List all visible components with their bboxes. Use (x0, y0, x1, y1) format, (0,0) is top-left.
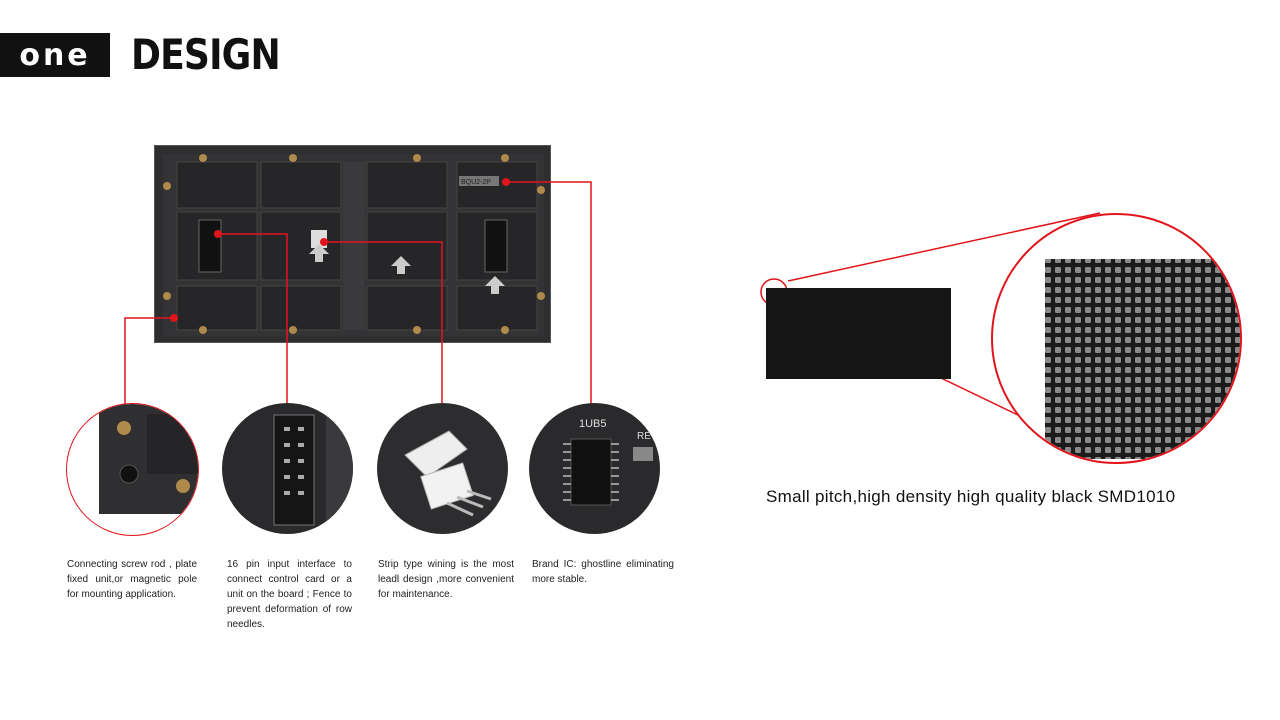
ic-chip-detail: 1UB5 RE (529, 403, 660, 534)
chip-side-label: RE (637, 431, 651, 442)
feature-caption-ic: Brand IC: ghostline eliminating more sta… (532, 559, 674, 585)
panel-illustration: BQU2-2P (163, 154, 545, 336)
feature-caption-pin: 16 pin input interface to connect contro… (227, 559, 352, 630)
led-matrix-zoom (991, 213, 1242, 464)
page-title: DESIGN (131, 30, 281, 79)
panel-label: BQU2-2P (461, 179, 491, 186)
led-module-back-panel: BQU2-2P (154, 145, 551, 343)
screw-rod-detail (66, 403, 199, 536)
feature-caption-screw: Connecting screw rod , plate fixed unit,… (67, 559, 197, 600)
smd-caption: Small pitch,high density high quality bl… (766, 487, 1176, 506)
feature-caption-strip: Strip type wining is the most leadl desi… (378, 559, 514, 600)
pin-interface-detail (222, 403, 353, 534)
smd-module-front (766, 288, 951, 379)
strip-wiring-detail (377, 403, 508, 534)
chip-label: 1UB5 (579, 418, 607, 430)
brand-badge: one (0, 33, 110, 77)
